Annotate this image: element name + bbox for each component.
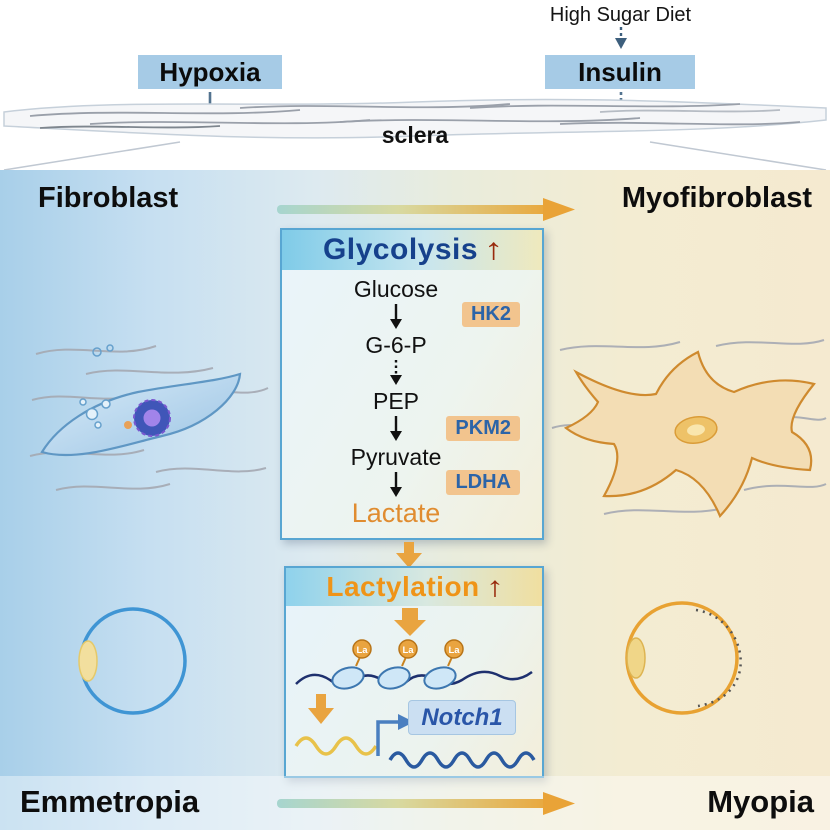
sclera-label: sclera xyxy=(381,122,449,148)
metabolite-pep: PEP xyxy=(372,388,420,414)
nucleosome-with-la-mark: La xyxy=(377,639,418,690)
dotted-down-arrow-icon xyxy=(390,360,402,385)
sclera-illustration xyxy=(3,98,827,171)
emmetropic-eye-illustration xyxy=(78,607,187,715)
metabolite-g6p: G-6-P xyxy=(365,332,427,358)
metabolite-pyruvate: Pyruvate xyxy=(350,444,442,470)
transition-gradient-arrow-top xyxy=(277,198,575,221)
high-sugar-diet-label: High Sugar Diet xyxy=(549,4,692,26)
metabolite-lactate: Lactate xyxy=(351,498,441,528)
down-arrow-icon xyxy=(390,304,402,329)
enzyme-ldha: LDHA xyxy=(446,470,520,495)
collagen-fibers xyxy=(29,345,269,491)
sclera-band xyxy=(3,98,827,139)
down-arrow-icon xyxy=(390,416,402,441)
lactylation-panel: Lactylation ↑ La La La xyxy=(284,566,544,778)
orange-down-arrow-icon xyxy=(396,542,422,568)
myopic-eye-illustration xyxy=(625,601,742,715)
metabolite-glucose: Glucose xyxy=(353,276,439,302)
fibroblast-heading: Fibroblast xyxy=(38,182,179,214)
lactylation-diagram: La La La xyxy=(294,608,536,769)
glycolysis-header: Glycolysis ↑ xyxy=(282,230,542,270)
insulin-label: Insulin xyxy=(545,55,695,89)
orange-down-arrow-icon xyxy=(308,694,334,724)
zoom-lines xyxy=(3,141,827,171)
dna-wave-blue xyxy=(388,751,536,769)
lactylation-title: Lactylation xyxy=(326,571,480,602)
myofibroblast-nucleus xyxy=(674,416,718,444)
enzyme-hk2: HK2 xyxy=(461,302,520,327)
myofibroblast-cell-illustration xyxy=(551,339,827,519)
increase-arrow-icon: ↑ xyxy=(483,233,504,266)
la-badge: La xyxy=(448,645,460,656)
transition-gradient-arrow-bottom xyxy=(277,792,575,815)
emmetropia-heading: Emmetropia xyxy=(20,784,200,819)
dna-wave-yellow xyxy=(294,736,378,756)
chromatin-strand xyxy=(295,670,533,686)
orange-granule xyxy=(124,421,132,429)
la-badge: La xyxy=(402,645,414,656)
axial-elongation-dotted-arc xyxy=(695,608,742,708)
fibroblast-cell-illustration xyxy=(29,344,269,491)
lens xyxy=(78,640,98,682)
hypoxia-label: Hypoxia xyxy=(138,55,282,89)
enzyme-pkm2: PKM2 xyxy=(446,416,520,441)
vesicles xyxy=(79,344,114,429)
increase-arrow-icon: ↑ xyxy=(485,571,504,602)
glycolysis-title: Glycolysis xyxy=(322,233,479,266)
sclera-fibers xyxy=(29,103,801,129)
glycolysis-panel: Glycolysis ↑ Glucose HK2 G-6-P PEP PKM2 … xyxy=(280,228,544,540)
myopia-heading: Myopia xyxy=(707,784,814,819)
myofibroblast-heading: Myofibroblast xyxy=(621,182,812,214)
orange-down-arrow-icon xyxy=(394,608,426,636)
la-badge: La xyxy=(356,645,368,656)
collagen-fibers xyxy=(551,339,827,515)
dashed-down-arrow-icon xyxy=(615,27,627,49)
notch1-gene-label: Notch1 xyxy=(408,700,516,735)
lactylation-header: Lactylation ↑ xyxy=(286,568,542,606)
transcription-start-arrow-icon xyxy=(376,714,414,756)
fibroblast-nucleus xyxy=(133,399,171,437)
nucleosome-with-la-mark: La xyxy=(423,639,464,690)
down-arrow-icon xyxy=(390,472,402,497)
lens xyxy=(626,637,646,679)
nucleosome-with-la-mark: La xyxy=(331,639,372,690)
